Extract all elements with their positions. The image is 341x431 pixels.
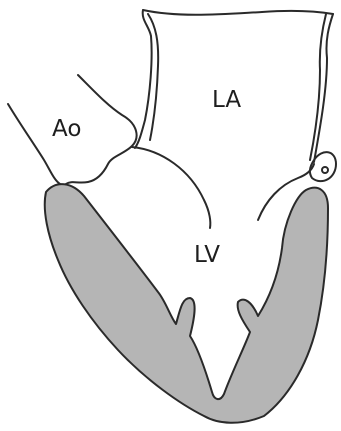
anterior-mitral-leaflet: [132, 147, 210, 228]
left-atrium-left-wall: [135, 10, 152, 148]
left-ventricle-label: LV: [194, 242, 220, 268]
aorta-label: Ao: [52, 116, 81, 142]
left-atrium-top-edge: [143, 10, 333, 15]
left-ventricle-wall: [45, 184, 328, 423]
coronary-sinus-lumen: [322, 167, 328, 173]
left-atrium: [135, 10, 333, 162]
left-atrium-right-wall: [314, 14, 333, 162]
left-atrium-label: LA: [212, 87, 241, 113]
